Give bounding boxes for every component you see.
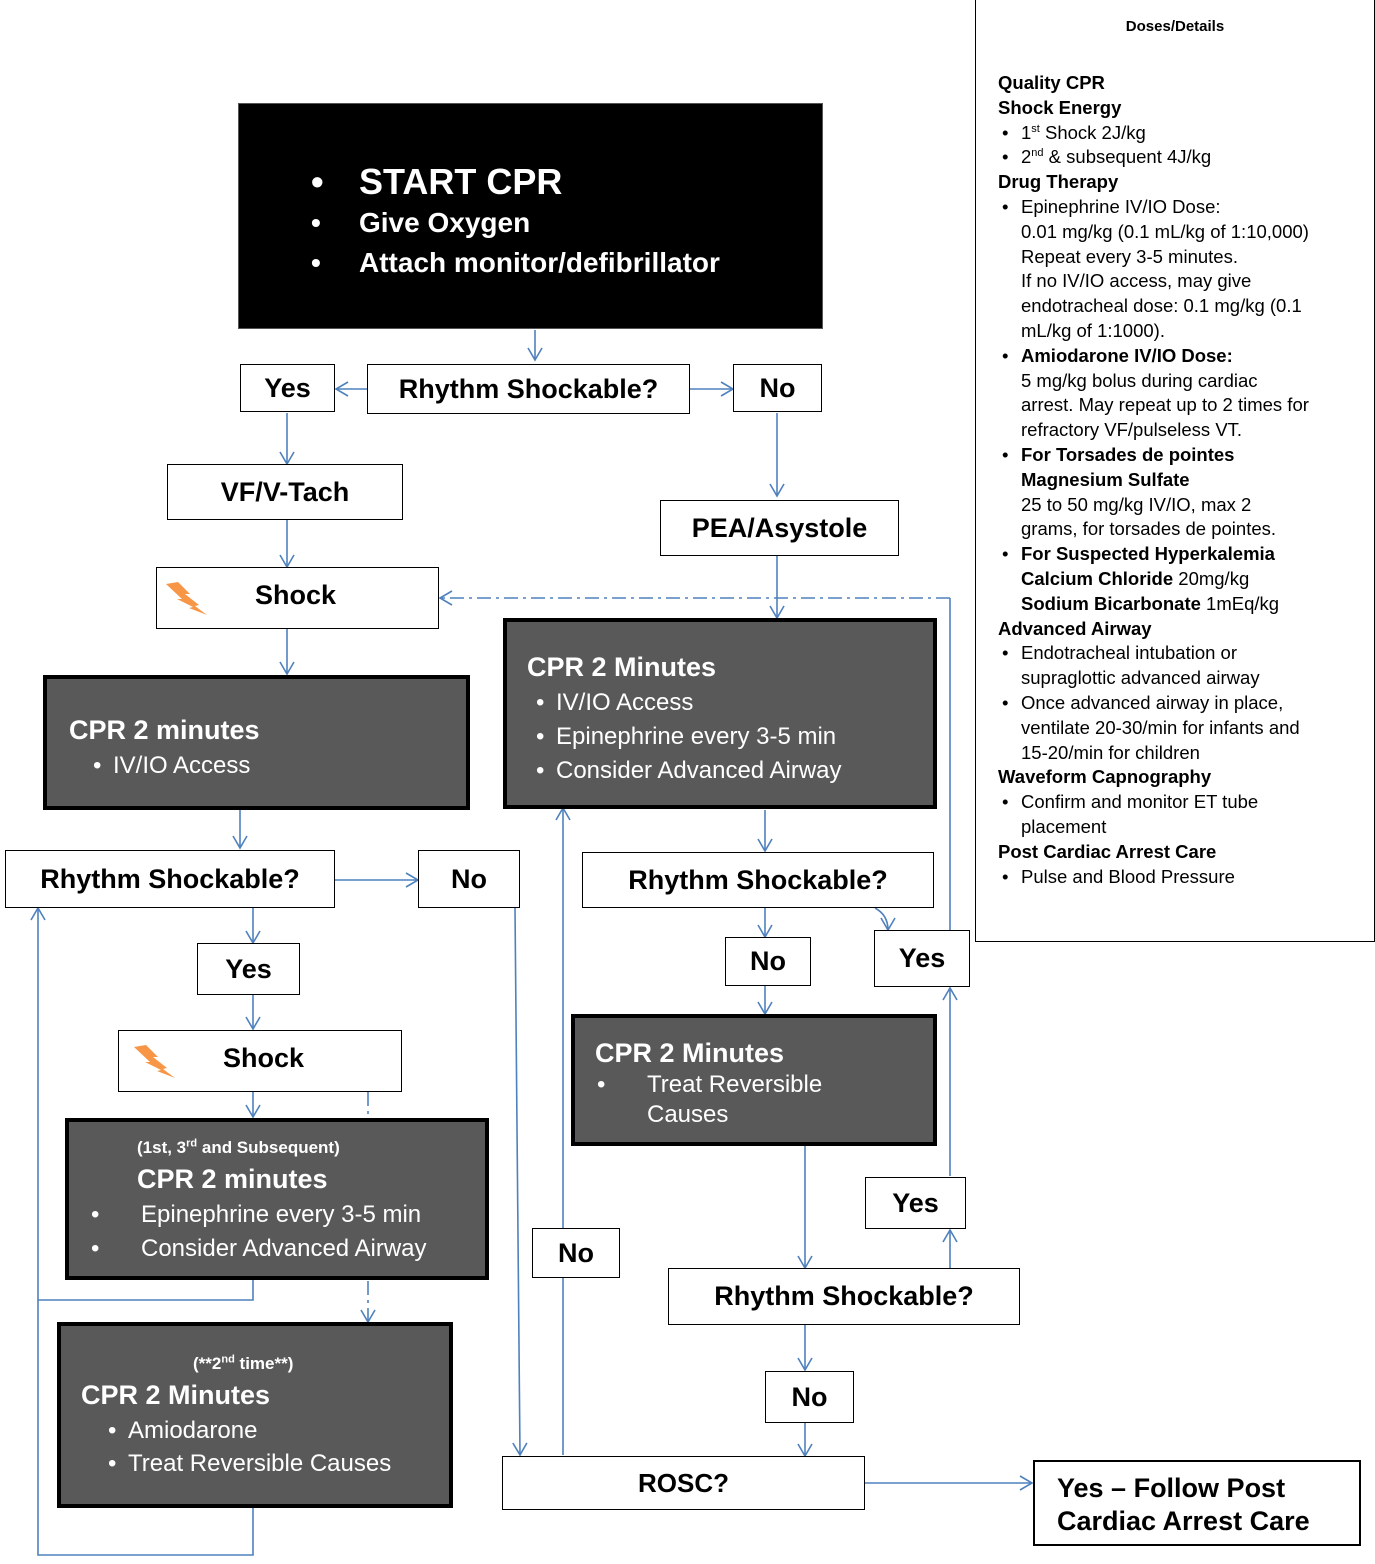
section-heading: Drug Therapy bbox=[998, 171, 1119, 193]
section-heading: Post Cardiac Arrest Care bbox=[998, 840, 1217, 862]
shock-label: Shock bbox=[223, 1043, 305, 1073]
doses-details-panel: Doses/Details Quality CPR Shock Energy 1… bbox=[975, 0, 1375, 942]
dose-item: For Suspected Hyperkalemia Calcium Chlor… bbox=[998, 542, 1368, 616]
start-item: Give Oxygen bbox=[309, 204, 720, 242]
yes-label-3: Yes bbox=[874, 930, 970, 987]
cpr-item: Epinephrine every 3-5 min bbox=[534, 720, 842, 754]
dose-item: Epinephrine IV/IO Dose:0.01 mg/kg (0.1 m… bbox=[998, 195, 1368, 344]
shock-box-2: Shock bbox=[118, 1030, 402, 1092]
vf-vtach-box: VF/V-Tach bbox=[167, 464, 403, 520]
start-item: START CPR bbox=[309, 160, 720, 204]
cpr-item: Epinephrine every 3-5 min bbox=[69, 1198, 427, 1232]
doses-title: Doses/Details bbox=[1125, 18, 1225, 35]
shock-label: Shock bbox=[255, 580, 337, 610]
cpr-item: Treat Reversible Causes bbox=[575, 1070, 865, 1130]
cpr-item: Amiodarone bbox=[106, 1414, 391, 1447]
rhythm-shockable-1: Rhythm Shockable? bbox=[367, 364, 690, 414]
cpr-item: Consider Advanced Airway bbox=[534, 754, 842, 788]
cpr-note: (1st, 3rd and Subsequent) bbox=[137, 1137, 340, 1157]
cpr-item: Treat Reversible Causes bbox=[106, 1447, 391, 1480]
start-box: START CPR Give Oxygen Attach monitor/def… bbox=[238, 103, 823, 329]
no-label-2: No bbox=[418, 850, 520, 908]
yes-label-2: Yes bbox=[197, 943, 300, 995]
rhythm-shockable-4: Rhythm Shockable? bbox=[668, 1268, 1020, 1325]
cpr-box-reversible: CPR 2 Minutes Treat Reversible Causes bbox=[571, 1014, 937, 1146]
lightning-bolt-icon bbox=[134, 1045, 175, 1078]
yes-label-4: Yes bbox=[865, 1177, 966, 1229]
cpr-box-amiodarone: (**2nd time**) CPR 2 Minutes Amiodarone … bbox=[57, 1322, 453, 1508]
rhythm-shockable-2: Rhythm Shockable? bbox=[5, 850, 335, 908]
cpr-title: CPR 2 Minutes bbox=[81, 1380, 271, 1410]
rosc-box: ROSC? bbox=[502, 1456, 865, 1510]
cpr-box-epinephrine: (1st, 3rd and Subsequent) CPR 2 minutes … bbox=[65, 1118, 489, 1280]
cpr-item: IV/IO Access bbox=[534, 686, 842, 720]
rhythm-shockable-3: Rhythm Shockable? bbox=[582, 852, 934, 908]
shock-box-1: Shock bbox=[156, 567, 439, 629]
section-heading: Quality CPR bbox=[998, 72, 1105, 93]
section-heading: Shock Energy bbox=[998, 96, 1122, 118]
dose-item: 2nd & subsequent 4J/kg bbox=[998, 145, 1368, 170]
start-item: Attach monitor/defibrillator bbox=[309, 242, 720, 284]
cpr-box-iv-access: CPR 2 minutes IV/IO Access bbox=[43, 675, 470, 810]
cpr-item: IV/IO Access bbox=[91, 749, 250, 783]
dose-item: Pulse and Blood Pressure bbox=[998, 865, 1368, 890]
no-label-5: No bbox=[532, 1228, 620, 1278]
cpr-box-pea: CPR 2 Minutes IV/IO Access Epinephrine e… bbox=[503, 618, 937, 809]
dose-item: Amiodarone IV/IO Dose: 5 mg/kg bolus dur… bbox=[998, 344, 1368, 443]
no-label-1: No bbox=[733, 364, 822, 412]
dose-item: 1st Shock 2J/kg bbox=[998, 121, 1368, 146]
no-label-4: No bbox=[765, 1371, 854, 1423]
cpr-title: CPR 2 Minutes bbox=[595, 1038, 785, 1068]
pea-asystole-box: PEA/Asystole bbox=[660, 500, 899, 556]
lightning-bolt-icon bbox=[166, 582, 207, 615]
section-heading: Waveform Capnography bbox=[998, 766, 1212, 788]
cpr-title: CPR 2 minutes bbox=[69, 715, 260, 745]
cpr-title: CPR 2 minutes bbox=[137, 1164, 328, 1194]
yes-label-1: Yes bbox=[240, 364, 335, 412]
no-label-3: No bbox=[725, 937, 811, 986]
post-arrest-care-box: Yes – Follow Post Cardiac Arrest Care bbox=[1033, 1460, 1361, 1546]
post-arrest-care-label: Yes – Follow Post Cardiac Arrest Care bbox=[1057, 1473, 1310, 1536]
cpr-title: CPR 2 Minutes bbox=[527, 652, 717, 682]
cpr-note: (**2nd time**) bbox=[193, 1353, 294, 1373]
dose-item: Once advanced airway in place,ventilate … bbox=[998, 691, 1368, 765]
cpr-item: Consider Advanced Airway bbox=[69, 1232, 427, 1266]
section-heading: Advanced Airway bbox=[998, 617, 1152, 639]
